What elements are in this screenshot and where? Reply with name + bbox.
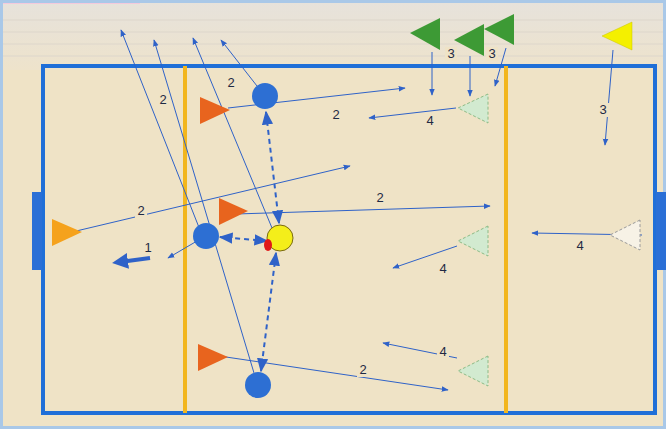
players [193, 83, 293, 398]
pitch-lines [32, 66, 666, 413]
callout-number: 1 [142, 241, 153, 255]
callout-number: 2 [357, 363, 368, 377]
callout-number: 2 [225, 76, 236, 90]
cones [219, 198, 248, 225]
movement-arrows [168, 241, 197, 258]
callout-number: 2 [330, 108, 341, 122]
pitch-lines [43, 66, 655, 413]
cones [454, 24, 484, 56]
pass-lines [220, 112, 279, 371]
movement-arrows [193, 38, 272, 228]
callout-number: 4 [437, 345, 448, 359]
players [252, 83, 278, 109]
cones [484, 14, 514, 45]
callout-number: 4 [424, 114, 435, 128]
callout-number: 2 [374, 191, 385, 205]
movement-arrows [383, 343, 457, 358]
callout-number: 4 [437, 262, 448, 276]
callout-number: 4 [574, 239, 585, 253]
cones [410, 18, 440, 50]
pitch-lines [656, 192, 666, 270]
background [0, 0, 666, 70]
background [0, 20, 666, 56]
movement-arrows [236, 206, 490, 214]
movement-arrows [72, 30, 642, 390]
pitch-lines [504, 66, 508, 413]
cones [610, 220, 640, 250]
cones [198, 344, 228, 371]
callout-number: 3 [486, 47, 497, 61]
callout-number: 2 [135, 204, 146, 218]
players [193, 223, 219, 249]
pitch-lines [32, 192, 42, 270]
pass-lines [266, 112, 279, 223]
movement-arrows [432, 52, 433, 95]
cones [200, 97, 230, 124]
run-arrow [120, 258, 150, 262]
pass-lines [220, 237, 267, 241]
cones [458, 356, 488, 386]
players [245, 372, 271, 398]
callout-number: 3 [597, 103, 608, 117]
movement-arrows [72, 166, 350, 232]
cones [458, 226, 488, 256]
pass-lines [261, 253, 276, 371]
movement-arrows [369, 108, 456, 118]
players [264, 239, 272, 251]
movement-arrows [470, 56, 471, 96]
movement-arrows [154, 40, 254, 373]
cones [52, 14, 640, 386]
callout-number: 2 [157, 93, 168, 107]
pitch-lines [183, 66, 187, 413]
cones [458, 94, 488, 123]
run-arrow [120, 258, 150, 262]
cones [52, 219, 82, 246]
cones [602, 22, 632, 50]
movement-arrows [605, 50, 613, 145]
callout-number: 3 [445, 47, 456, 61]
